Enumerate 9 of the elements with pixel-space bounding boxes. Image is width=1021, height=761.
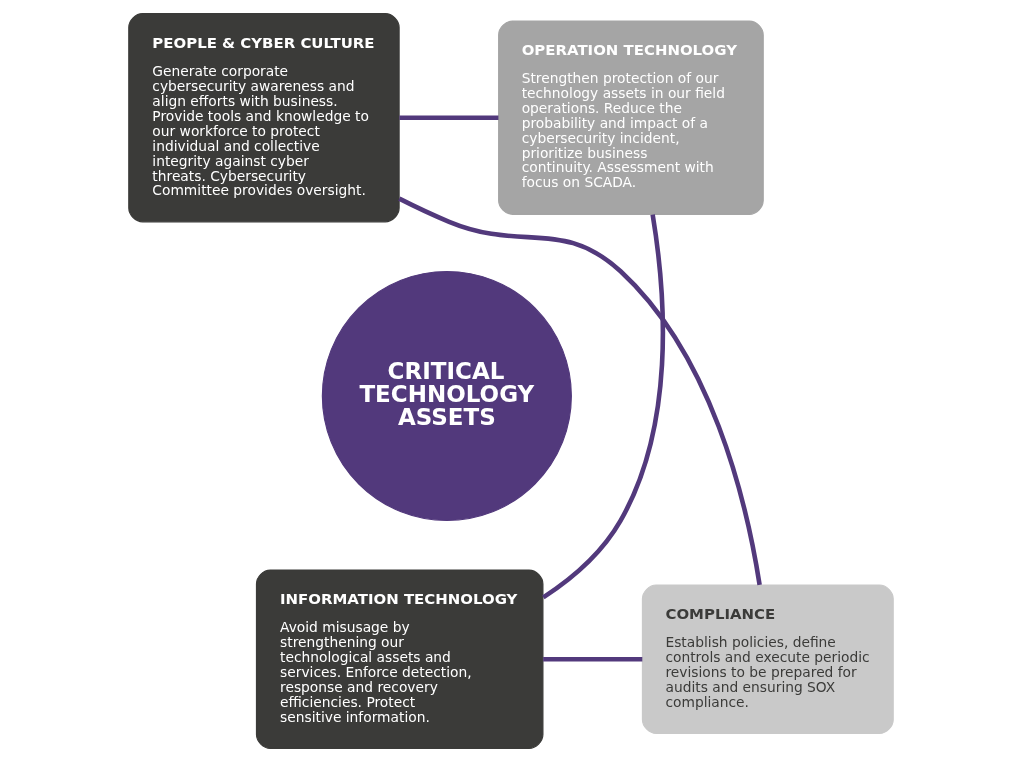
node-box: OPERATION TECHNOLOGY Strengthen protection of our technology assets in our field operations. Reduce the probability and impact of a cybersecurity incident, prioritize business continuity. Assessment with focus on SCADA. <box>497 20 764 215</box>
connector <box>397 196 762 585</box>
connector <box>542 656 642 662</box>
node-box: PEOPLE & CYBER CULTURE Generate corporate cybersecurity awareness and align efforts with business. Provide tools and knowledge to our workforce to protect individual and collective integrity against cyber threats. Cybersecurity Committee provides oversight. <box>127 12 400 222</box>
node-box: INFORMATION TECHNOLOGY Avoid misusage by strengthening our technological assets and services. Enforce detection, response and recovery efficiencies. Protect sensitive information. <box>255 569 543 749</box>
connector <box>541 213 665 599</box>
connector <box>398 114 498 120</box>
node-circle: CRITICAL TECHNOLOGY ASSETS <box>321 270 572 521</box>
node-box: COMPLIANCE Establish policies, define controls and execute periodic revisions to be prepared for audits and ensuring SOX compliance. <box>641 583 894 734</box>
